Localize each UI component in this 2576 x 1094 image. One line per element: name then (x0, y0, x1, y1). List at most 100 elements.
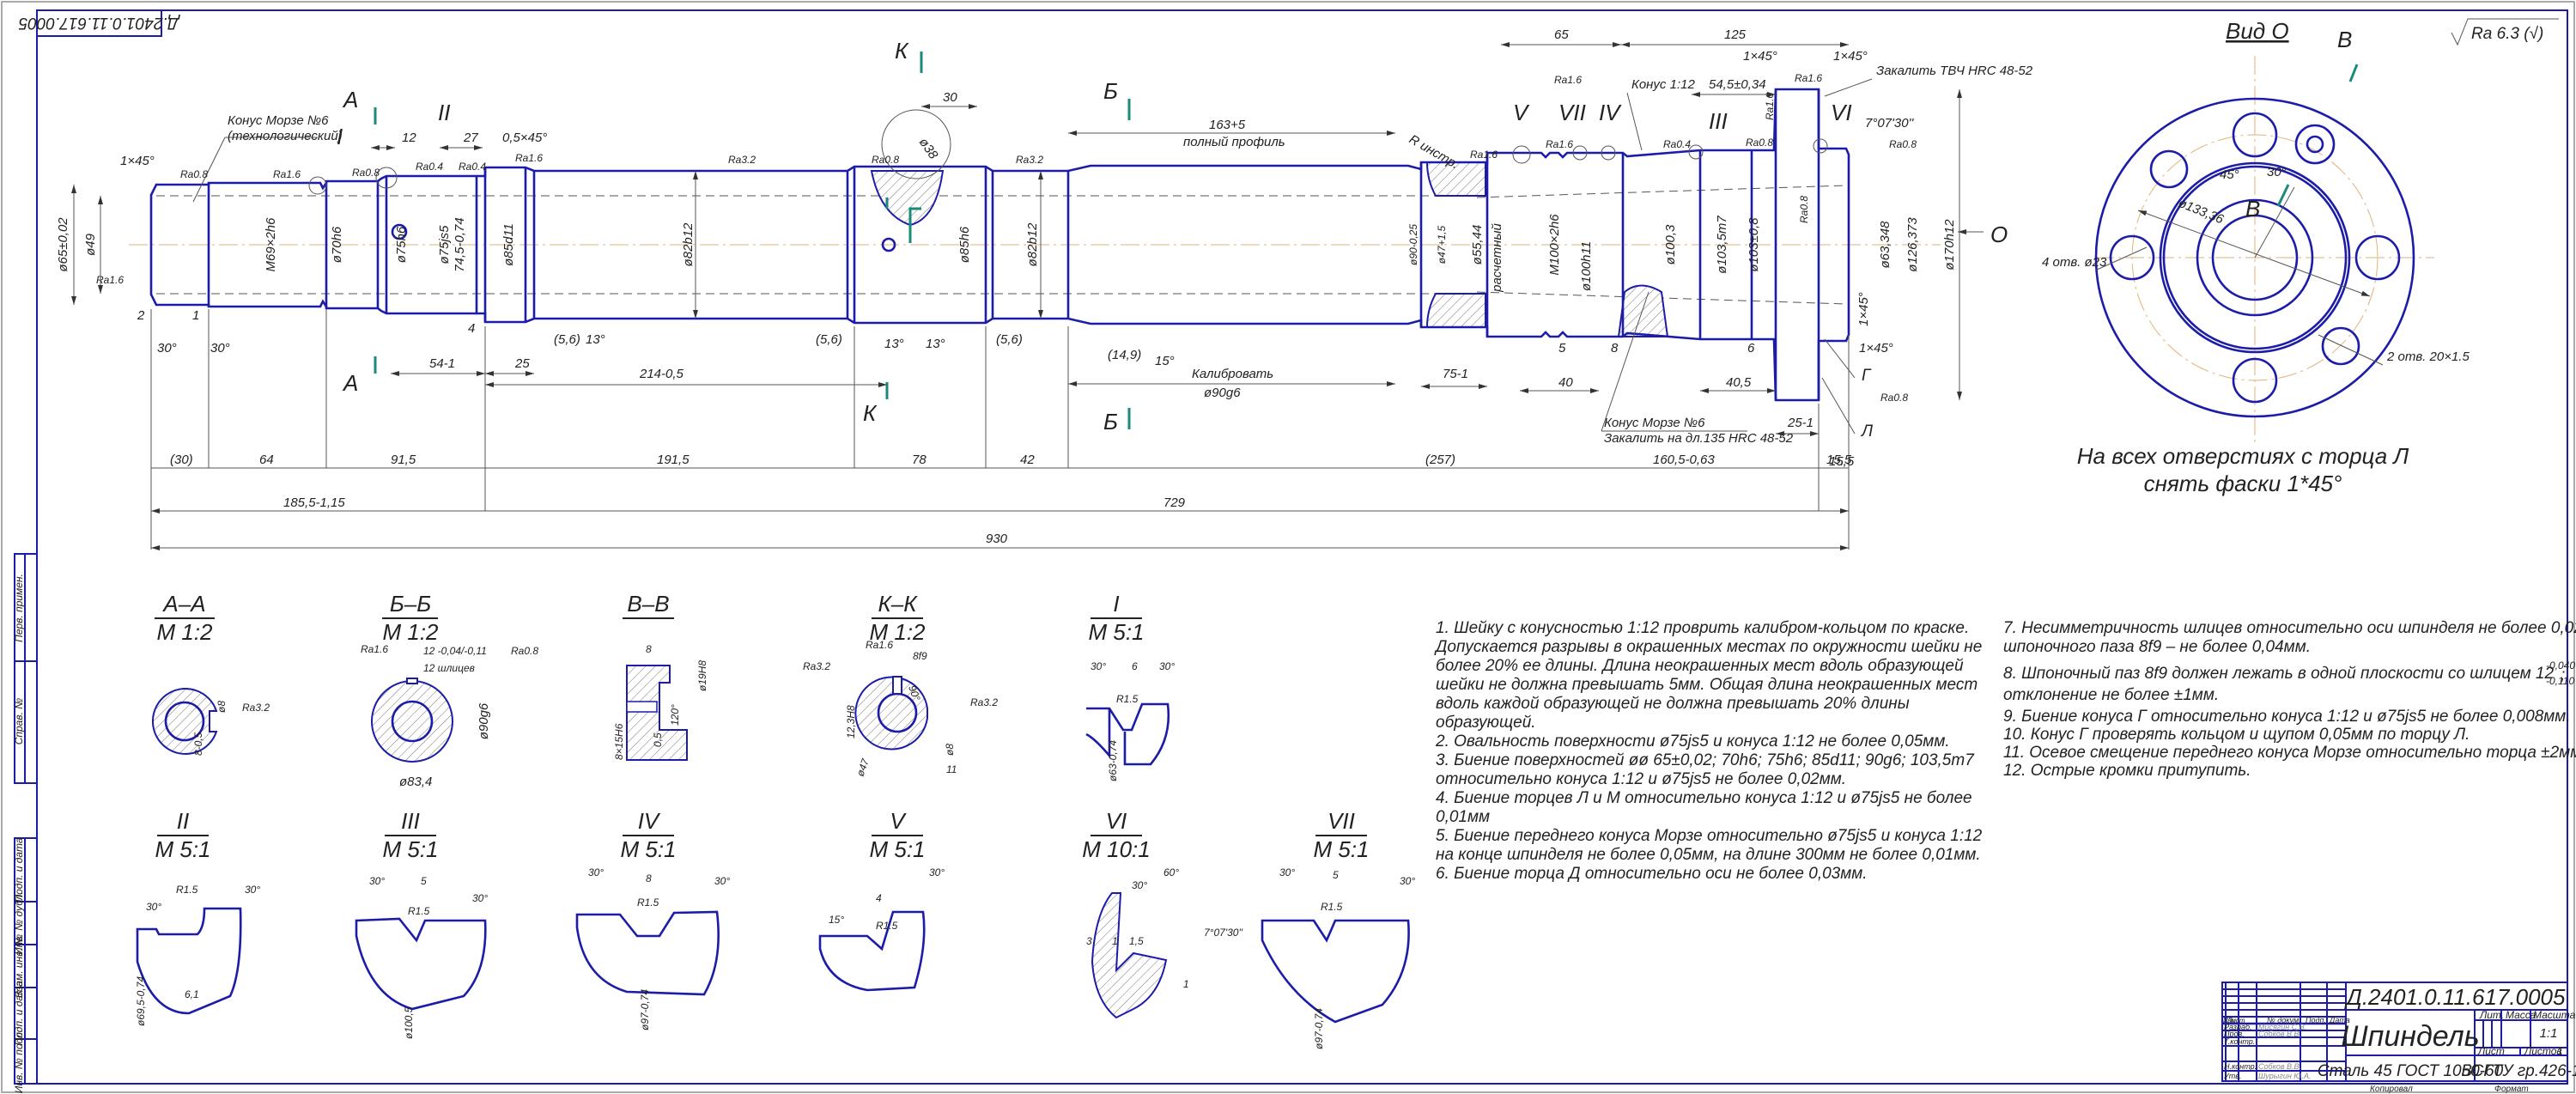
note-line: 1. Шейку с конусностью 1:12 проврить кал… (1436, 619, 1969, 637)
cut-mark-A-top: А (342, 87, 358, 112)
detail-mark-VII: VII (1558, 100, 1586, 125)
role-tcontrol: Т.контр. (2224, 1037, 2255, 1046)
section-label: ø19H8 (696, 660, 708, 691)
dim-label: 7°07'30'' (1865, 116, 1914, 131)
detail-VII: VII М 5:1 30° 5 30° R1.5 ø97-0,74 (1261, 808, 1415, 1049)
note-line: 2. Овальность поверхности ø75js5 и конус… (1435, 732, 1950, 751)
cut-mark-V-top: В (2337, 27, 2352, 52)
shaft-outline (149, 88, 1850, 402)
stamp-ref-no: Справ. № (13, 698, 25, 745)
side-view-title: Вид О (2226, 18, 2289, 44)
dim-label: 78 (912, 453, 927, 467)
person-ncontrol: Собков В.В. (2258, 1062, 2301, 1071)
roughness-mark: Ra3.2 (1016, 154, 1043, 166)
dim-label: ø82b12 (1025, 222, 1040, 267)
role-ncontrol: Н.контр. (2224, 1062, 2257, 1071)
dim-label: ø170h12 (1942, 219, 1957, 270)
title-block: Д.2401.0.11.617.0005 Шпиндель Сталь 45 Г… (2221, 982, 2576, 1094)
callout-full-profile: полный профиль (1183, 135, 1285, 149)
hatched-section-bottom (1425, 293, 1486, 328)
dim-label: ø103,5m7 (1715, 216, 1729, 274)
role-develop: Разраб. (2224, 1023, 2252, 1031)
section-title: В–В (627, 591, 669, 617)
detail-title: II (177, 808, 189, 834)
dim-label: (5,6) (816, 332, 842, 347)
detail-label: 15° (829, 914, 844, 926)
dim-label: 1×45° (1856, 292, 1871, 326)
roughness-mark: Ra1.6 (1546, 138, 1573, 150)
detail-label: R1.5 (637, 896, 659, 909)
cutter-circle (881, 109, 951, 179)
detail-mark-VI: VI (1831, 100, 1852, 125)
section-label: 12,3H8 (845, 705, 857, 738)
header-list: Лист (2227, 1017, 2245, 1024)
dim-label: 30 (943, 90, 957, 105)
note-line: на конце шпинделя не более 0,05мм, на дл… (1436, 846, 1981, 864)
detail-title: VII (1327, 808, 1355, 834)
cut-mark-B-top: Б (1103, 78, 1118, 104)
side-note-line1: На всех отверстиях с торца Л (2077, 443, 2409, 469)
roughness-mark: Ra0.8 (872, 154, 899, 166)
stamp-sign-date-2: Подп. и дата (13, 981, 25, 1045)
note-line: 0,01мм (1436, 808, 1490, 826)
detail-markers: I II III IV V VI VII (308, 100, 1852, 195)
note-line: 5. Биение переднего конуса Морзе относит… (1436, 827, 1983, 845)
detail-label: 30° (1400, 875, 1415, 887)
threaded-hole (2321, 326, 2360, 366)
roughness-marks: Ra0.8 Ra1.6 Ra1.6 Ra0.8 Ra0.4 Ra0.4 Ra1.… (96, 72, 1917, 404)
detail-I: I М 5:1 30° 6 30° R1.5 ø63-0,74 (1085, 591, 1175, 781)
detail-label: ø69,5-0,74 (135, 976, 147, 1026)
detail-label: 1,5 (1129, 935, 1144, 947)
detail-scale: М 5:1 (155, 836, 210, 862)
tolerance-lower: -0,110 (2546, 675, 2574, 687)
role-check: Пров. (2224, 1030, 2245, 1038)
threaded-hole (2149, 149, 2189, 189)
header-doc: № докум. (2267, 1016, 2301, 1024)
roughness-mark: Ra1.6 (1470, 149, 1498, 161)
dim-label: 1 (192, 308, 199, 323)
dim-label: 13° (884, 337, 904, 351)
header-izm: Изм. (2223, 1017, 2238, 1024)
detail-II: II М 5:1 R1.5 30° 30° 6,1 ø69,5-0,74 (135, 808, 260, 1026)
dim-label: 54,5±0,34 (1709, 77, 1766, 92)
detail-VI: VI М 10:1 30° 60° 3 1 1,5 7°07'30'' 1 (1082, 808, 1243, 1019)
dim-label: 27 (463, 131, 478, 145)
roughness-mark: Ra0.8 (352, 167, 380, 179)
detail-label: ø63-0,74 (1107, 740, 1119, 781)
note-line: 11. Осевое смещение переднего конуса Мор… (2003, 744, 2576, 762)
tolerance-upper: -0,040 (2546, 659, 2575, 672)
callout-morse-tech-1: Конус Морзе №6 (228, 113, 329, 128)
drawing-frame (36, 9, 2568, 1085)
section-title: А–А (161, 591, 205, 617)
callout-calibrate-dia: ø90g6 (1204, 386, 1241, 400)
detail-label: 30° (1159, 660, 1175, 672)
chain-dims: (30) 64 91,5 191,5 78 42 (257) 15,5 185,… (150, 309, 1852, 550)
roughness-mark: Ra1.6 (273, 168, 301, 180)
section-label: Ra1.6 (361, 643, 388, 655)
rotated-code-box: Д.2401.0.11.617.0005 (18, 9, 180, 37)
detail-III: III М 5:1 30° 5 30° R1.5 ø100,5 (355, 808, 488, 1039)
note-line: вдоль каждой образующей не должна превыш… (1436, 695, 1910, 713)
dim-label: (5,6) (996, 332, 1023, 347)
cut-mark-V-center: В (2245, 196, 2260, 222)
roughness-mark: Ra0.8 (1880, 392, 1908, 404)
dim-label: M100×2h6 (1547, 214, 1562, 276)
angle-30: 30° (2267, 165, 2287, 179)
detail-label: R1.5 (1321, 901, 1343, 913)
callout-morse-front-2: Закалить на дл.135 HRC 48-52 (1604, 431, 1794, 446)
organization: ВСГТУ гр.426-1 (2461, 1062, 2576, 1080)
dim-label: (5,6) (554, 332, 580, 347)
cut-mark-K-top: К (895, 38, 909, 64)
note-line: образующей. (1436, 714, 1536, 732)
detail-title: IV (638, 808, 661, 834)
dim-label: 15,5 (1829, 454, 1855, 469)
roughness-mark: Ra0.8 (1798, 196, 1810, 223)
dim-label: 15,5 (1826, 453, 1852, 467)
note-line: 10. Конус Г проверять кольцом и щупом 0,… (2003, 726, 2470, 744)
rotated-code: Д.2401.0.11.617.0005 (18, 14, 180, 32)
section-label: 120° (669, 704, 681, 726)
roughness-mark: Ra0.8 (1889, 138, 1917, 150)
holes-label: 4 отв. ø23 (2042, 255, 2107, 270)
format-label: Формат (2494, 1085, 2529, 1094)
